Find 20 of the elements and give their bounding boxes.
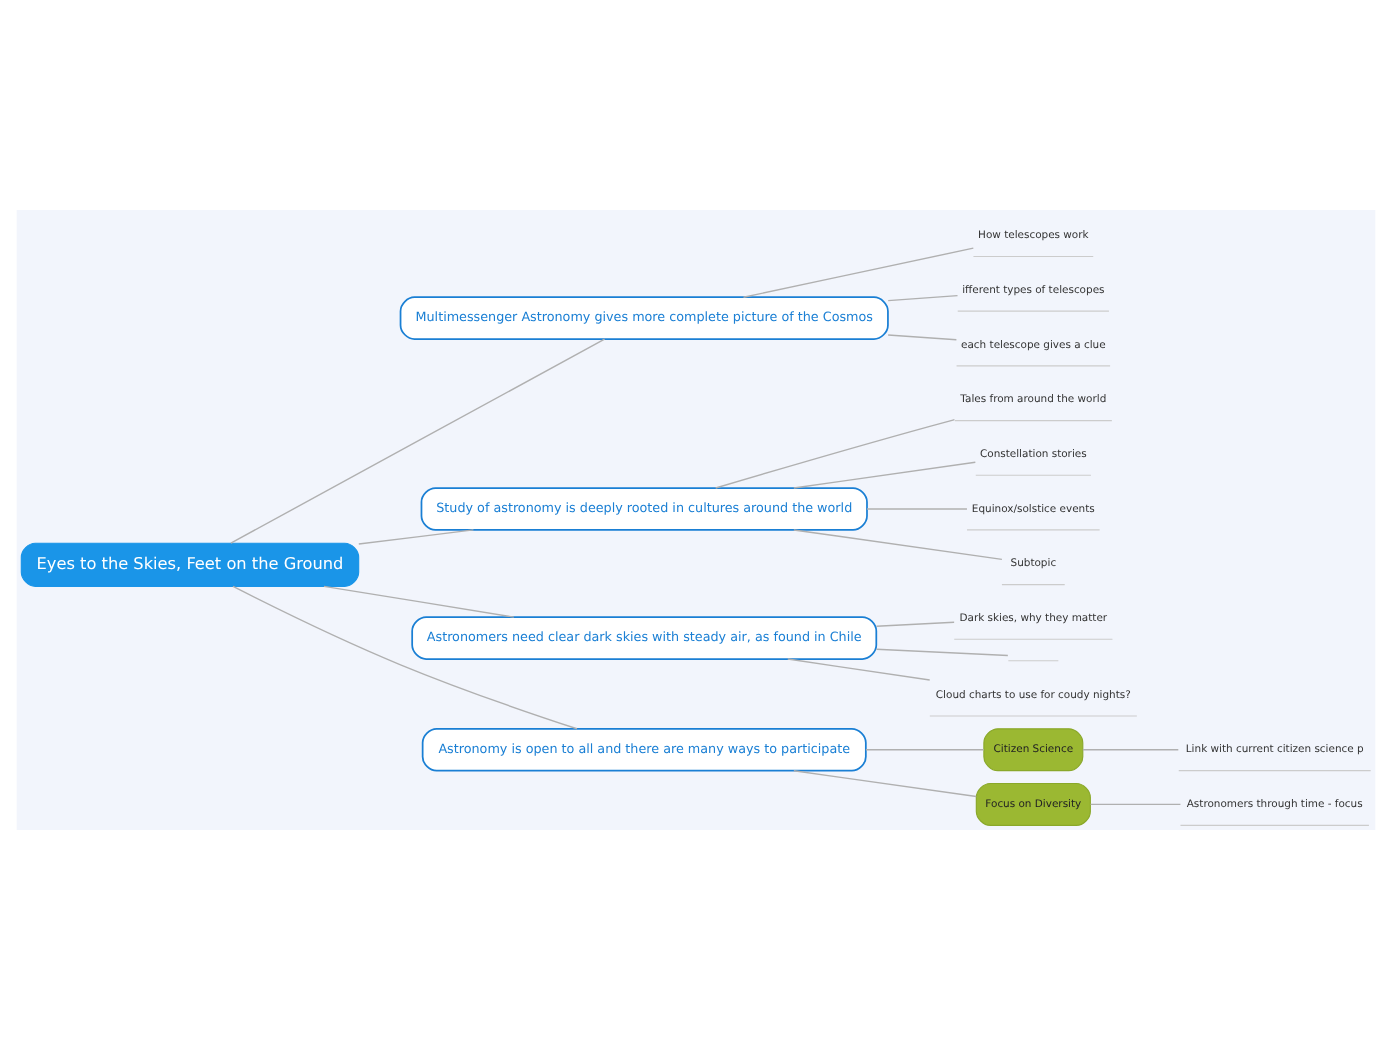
connector xyxy=(1082,749,1179,751)
connector xyxy=(232,585,578,730)
connector xyxy=(793,461,977,489)
connector xyxy=(230,338,606,544)
connector xyxy=(887,334,958,341)
connector xyxy=(323,585,515,618)
connector xyxy=(866,508,968,510)
connector xyxy=(1089,803,1182,806)
connector xyxy=(742,247,975,298)
connector xyxy=(714,419,956,489)
node-box: Eyes to the Skies, Feet on the Ground xyxy=(20,542,360,587)
node-line xyxy=(1007,660,1059,662)
connector xyxy=(875,648,1009,657)
connector xyxy=(358,529,475,545)
connector xyxy=(887,294,959,302)
connector xyxy=(793,529,1003,561)
connector xyxy=(875,621,955,627)
connector xyxy=(865,749,985,751)
connector xyxy=(793,770,977,798)
connector xyxy=(787,658,931,681)
